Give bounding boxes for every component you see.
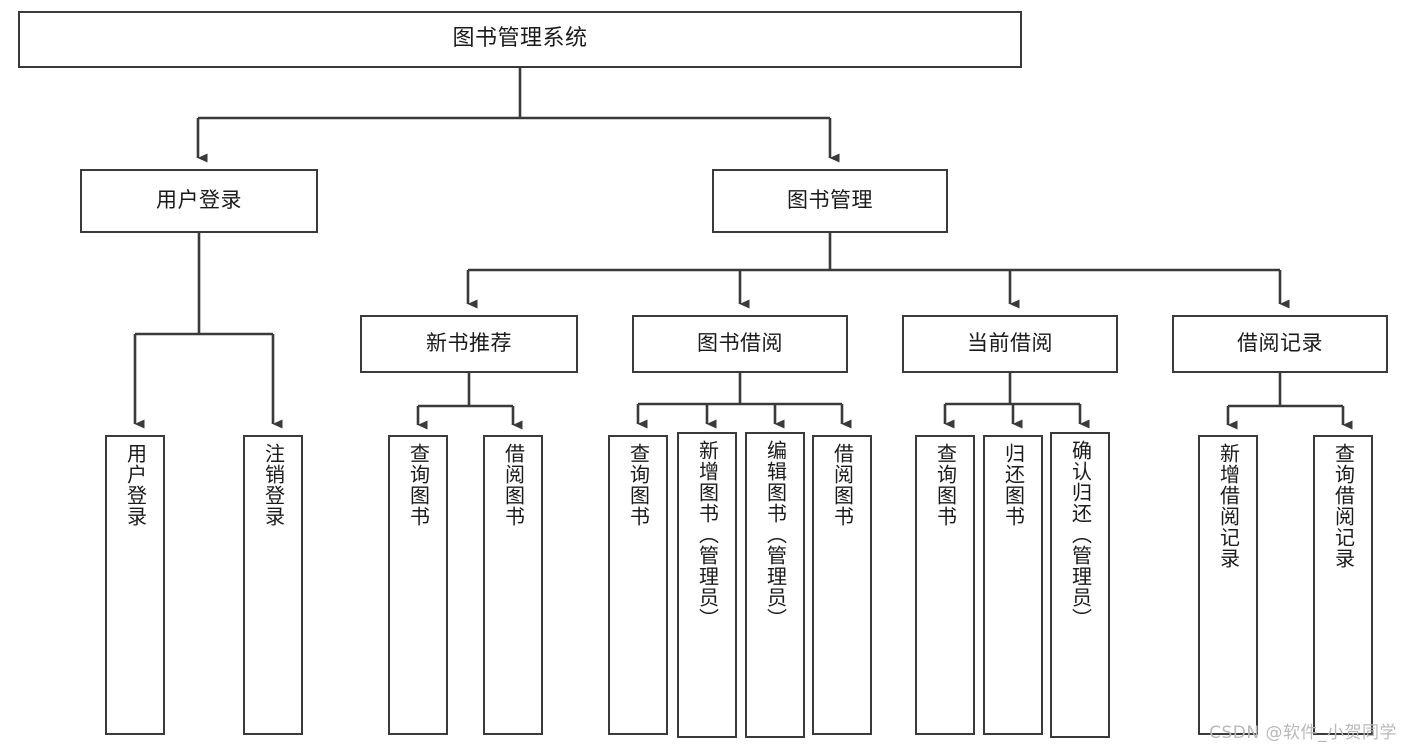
node-user-login[interactable]: 用户登录	[80, 169, 318, 233]
leaf-query-borrow-record[interactable]: 查询借阅记录	[1313, 435, 1373, 735]
node-label: 查询图书	[406, 443, 431, 527]
node-label: 新增图书（管理员）	[695, 440, 720, 629]
node-root-system[interactable]: 图书管理系统	[18, 11, 1022, 68]
node-current-borrow[interactable]: 当前借阅	[902, 315, 1118, 373]
node-label: 图书管理系统	[452, 26, 588, 52]
node-borrow-record[interactable]: 借阅记录	[1172, 315, 1388, 373]
leaf-borrow-book[interactable]: 借阅图书	[812, 435, 872, 735]
node-label: 查询图书	[626, 443, 651, 527]
leaf-add-book[interactable]: 新增图书（管理员）	[677, 432, 737, 738]
leaf-query-book-borrow[interactable]: 查询图书	[608, 435, 668, 735]
node-label: 查询借阅记录	[1331, 443, 1356, 569]
leaf-return-book[interactable]: 归还图书	[983, 435, 1043, 735]
node-label: 注销登录	[261, 443, 286, 527]
leaf-edit-book[interactable]: 编辑图书（管理员）	[745, 432, 805, 738]
leaf-query-book-current[interactable]: 查询图书	[915, 435, 975, 735]
node-label: 图书管理	[787, 188, 873, 213]
node-new-book-recommend[interactable]: 新书推荐	[360, 315, 578, 373]
node-label: 当前借阅	[967, 331, 1053, 356]
leaf-confirm-return[interactable]: 确认归还（管理员）	[1050, 432, 1110, 738]
leaf-query-book-recommend[interactable]: 查询图书	[388, 435, 448, 735]
node-label: 新书推荐	[426, 331, 512, 356]
node-label: 图书借阅	[697, 331, 783, 356]
node-label: 归还图书	[1001, 443, 1026, 527]
node-label: 借阅图书	[830, 443, 855, 527]
node-label: 确认归还（管理员）	[1068, 440, 1093, 629]
node-label: 查询图书	[933, 443, 958, 527]
node-book-manage[interactable]: 图书管理	[712, 169, 948, 233]
node-label: 借阅图书	[501, 443, 526, 527]
csdn-watermark: CSDN @软件_小贺同学	[1209, 723, 1397, 743]
leaf-add-borrow-record[interactable]: 新增借阅记录	[1198, 435, 1258, 735]
leaf-logout-login[interactable]: 注销登录	[243, 435, 303, 735]
leaf-user-login[interactable]: 用户登录	[105, 435, 165, 735]
node-label: 新增借阅记录	[1216, 443, 1241, 569]
node-label: 借阅记录	[1237, 331, 1323, 356]
node-label: 用户登录	[123, 443, 148, 527]
leaf-borrow-book-recommend[interactable]: 借阅图书	[483, 435, 543, 735]
node-label: 编辑图书（管理员）	[763, 440, 788, 629]
node-label: 用户登录	[156, 188, 242, 213]
node-book-borrow[interactable]: 图书借阅	[632, 315, 848, 373]
